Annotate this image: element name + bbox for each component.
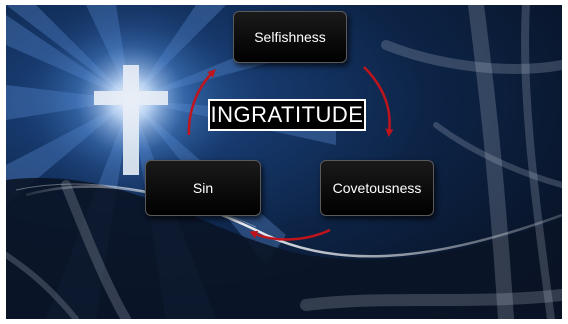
- node-selfishness: Selfishness: [233, 11, 347, 63]
- arrow-right-to-left: [249, 228, 331, 241]
- slide: Selfishness Covetousness Sin INGRATITUDE: [6, 5, 562, 319]
- center-title: INGRATITUDE: [208, 99, 366, 131]
- arrow-top-to-right: [363, 66, 394, 137]
- node-covetousness: Covetousness: [320, 160, 434, 216]
- node-label: Covetousness: [332, 180, 422, 196]
- node-label: Sin: [192, 180, 214, 196]
- node-sin: Sin: [145, 160, 261, 216]
- cross-icon: [94, 65, 168, 175]
- cycle-arrows: [187, 66, 394, 241]
- brush-strokes: [6, 5, 562, 319]
- center-title-text: INGRATITUDE: [210, 102, 364, 127]
- node-label: Selfishness: [254, 29, 326, 45]
- arrow-left-to-top: [187, 69, 216, 136]
